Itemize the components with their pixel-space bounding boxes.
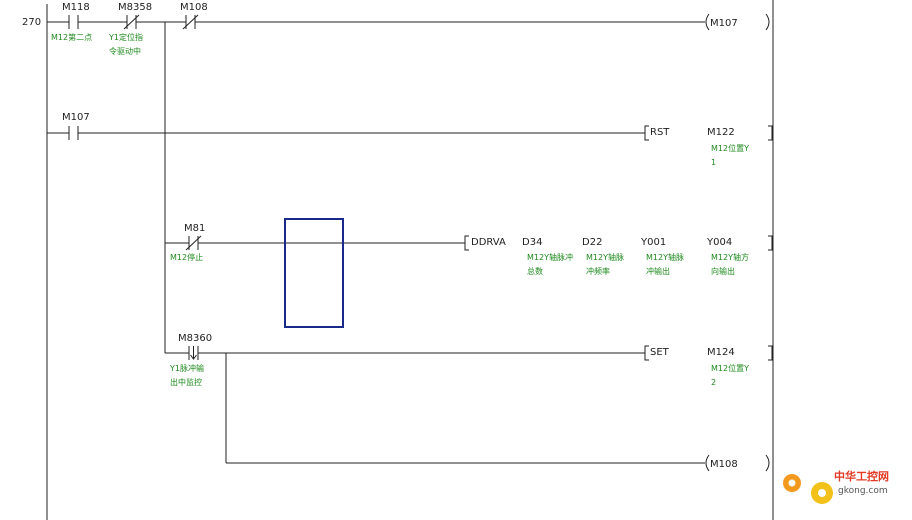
contact-m8360-comment-2: 出中监控 xyxy=(170,377,202,387)
rung-4: M8360 Y1脉冲输 出中监控 SET M124 M12位置Y 2 xyxy=(165,333,773,387)
instr-rst[interactable] xyxy=(644,125,773,141)
operand-y001-comment-1: M12Y轴脉 xyxy=(646,252,684,262)
rung-2: M107 RST M122 M12位置Y 1 xyxy=(47,112,773,167)
coil-m108-label: M108 xyxy=(710,459,738,470)
rung-1: M118 M12第二点 M8358 Y1定位指 令驱动中 M108 M107 xyxy=(47,2,770,56)
instr-set-comment-1: M12位置Y xyxy=(711,363,749,373)
operand-d22-comment-2: 冲频率 xyxy=(586,266,610,276)
coil-m107[interactable] xyxy=(705,13,770,31)
instr-set-op: SET xyxy=(650,347,670,358)
watermark-cn: 中华工控网 xyxy=(834,469,889,483)
instr-rst-op: RST xyxy=(650,127,670,138)
operand-y001-comment-2: 冲输出 xyxy=(646,266,670,276)
instr-set[interactable] xyxy=(644,345,773,361)
step-number: 270 xyxy=(22,17,41,28)
instr-set-comment-2: 2 xyxy=(711,378,716,387)
instr-set-operand: M124 xyxy=(707,347,735,358)
contact-m118-comment: M12第二点 xyxy=(51,32,92,42)
contact-m8358-comment-2: 令驱动中 xyxy=(109,46,141,56)
contact-m108-label: M108 xyxy=(180,2,208,13)
coil-m107-label: M107 xyxy=(710,18,738,29)
contact-m8360[interactable] xyxy=(188,346,199,360)
operand-d34: D34 xyxy=(522,237,542,248)
operand-d34-comment-1: M12Y轴脉冲 xyxy=(527,252,573,262)
contact-m8358-label: M8358 xyxy=(118,2,152,13)
instr-ddrva-op: DDRVA xyxy=(471,237,506,248)
watermark-logo: 中华工控网 gkong.com xyxy=(783,469,889,504)
contact-m81-comment: M12停止 xyxy=(170,252,203,262)
watermark-url: gkong.com xyxy=(838,486,888,496)
selection-cursor[interactable] xyxy=(284,218,344,328)
operand-y004-comment-2: 向输出 xyxy=(711,266,735,276)
operand-y001: Y001 xyxy=(640,237,666,248)
operand-d34-comment-2: 总数 xyxy=(527,266,543,276)
rung-3: M81 M12停止 DDRVA D34 M12Y轴脉冲 总数 D22 M12Y轴… xyxy=(165,223,773,276)
contact-m118-label: M118 xyxy=(62,2,90,13)
coil-m108[interactable] xyxy=(705,454,770,472)
instr-rst-comment-1: M12位置Y xyxy=(711,143,749,153)
gear-icon xyxy=(783,474,833,504)
instr-rst-operand: M122 xyxy=(707,127,735,138)
operand-d22: D22 xyxy=(582,237,602,248)
contact-m8360-comment-1: Y1脉冲输 xyxy=(169,363,204,373)
contact-m107-label: M107 xyxy=(62,112,90,123)
instr-rst-comment-2: 1 xyxy=(711,158,716,167)
contact-m8358-comment-1: Y1定位指 xyxy=(108,32,143,42)
contact-m118[interactable] xyxy=(68,15,79,29)
contact-m8360-label: M8360 xyxy=(178,333,212,344)
rung-5: M108 xyxy=(226,454,770,472)
instr-ddrva[interactable] xyxy=(464,235,773,251)
operand-y004: Y004 xyxy=(706,237,732,248)
operand-d22-comment-1: M12Y轴脉 xyxy=(586,252,624,262)
contact-m81-label: M81 xyxy=(184,223,205,234)
contact-m107[interactable] xyxy=(68,126,79,140)
operand-y004-comment-1: M12Y轴方 xyxy=(711,252,749,262)
